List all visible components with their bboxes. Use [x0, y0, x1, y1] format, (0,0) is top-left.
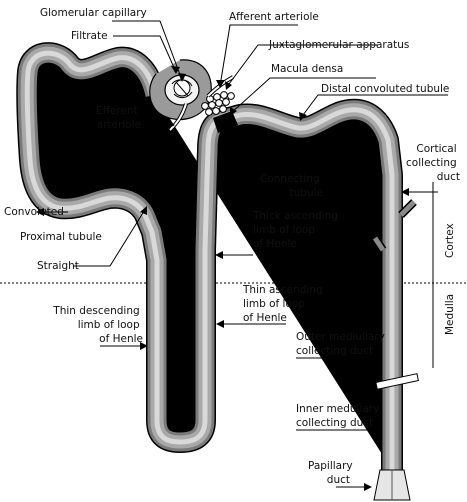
label-juxtaglomerular-apparatus: Juxtaglomerular apparatus — [268, 39, 409, 51]
label-thin-descending-limb: Thin descending limb of loop of Henle — [52, 305, 143, 345]
label-proximal-tubule: Proximal tubule — [20, 231, 102, 243]
label-afferent-arteriole: Afferent arteriole — [229, 11, 319, 23]
label-filtrate: Filtrate — [71, 30, 108, 42]
label-cortical-collecting-duct: Cortical collecting duct — [406, 143, 460, 183]
label-macula-densa: Macula densa — [271, 63, 343, 75]
label-papillary-duct: Papillary duct — [308, 460, 356, 486]
label-glomerular-capillary: Glomerular capillary — [40, 7, 147, 19]
region-label-cortex: Cortex — [444, 223, 456, 258]
label-convoluted: Convoluted — [4, 206, 64, 218]
region-label-medulla: Medulla — [444, 294, 456, 335]
label-distal-convoluted-tubule: Distal convoluted tubule — [321, 83, 449, 95]
label-straight: Straight — [37, 260, 79, 272]
